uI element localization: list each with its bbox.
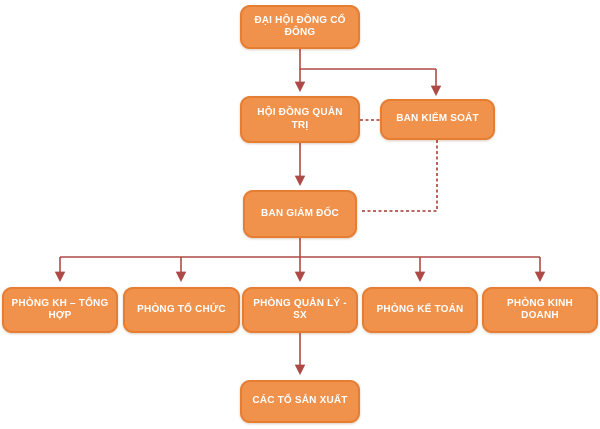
connector-dhdcd-branch: [299, 48, 436, 70]
node-dai-hoi-dong-co-dong: ĐẠI HỘI ĐỒNG CỔ ĐÔNG: [240, 5, 360, 49]
node-phong-kh-tong-hop: PHÒNG KH – TỔNG HỢP: [2, 287, 118, 333]
node-ban-giam-doc: BAN GIÁM ĐỐC: [243, 190, 357, 238]
node-phong-quan-ly-sx: PHÒNG QUẢN LÝ - SX: [242, 287, 358, 333]
node-phong-to-chuc: PHÒNG TỔ CHỨC: [123, 287, 240, 333]
connector-bks-bgd-dashed: [361, 140, 438, 212]
node-ban-kiem-soat: BAN KIỂM SOÁT: [380, 99, 495, 140]
node-cac-to-san-xuat: CÁC TỔ SẢN XUẤT: [240, 380, 360, 423]
node-phong-kinh-doanh: PHÒNG KINH DOANH: [482, 287, 598, 333]
node-hoi-dong-quan-tri: HỘI ĐỒNG QUẢN TRỊ: [240, 96, 360, 143]
node-phong-ke-toan: PHÒNG KẾ TOÁN: [362, 287, 478, 333]
